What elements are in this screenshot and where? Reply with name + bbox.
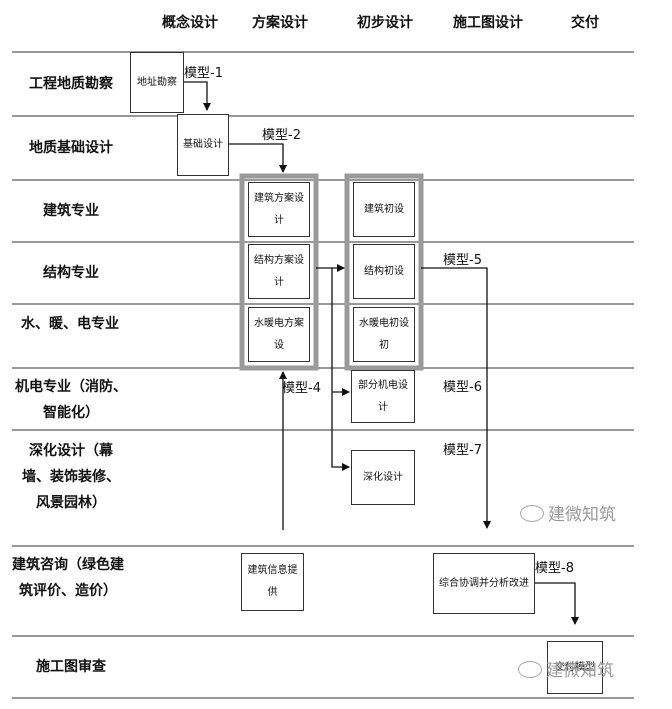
arrow-model-1 <box>183 81 211 111</box>
box-bim-info: 建筑信息提供 <box>241 553 304 611</box>
box-struct-prelim: 结构初设 <box>353 244 415 299</box>
box-site-survey: 地址勘察 <box>130 52 184 113</box>
arrow-model-5 <box>421 267 491 529</box>
watermark-text: 建微知筑 <box>546 661 614 681</box>
label-model-5: 模型-5 <box>443 253 482 268</box>
label-model-2: 模型-2 <box>262 128 301 143</box>
box-deepening-design: 深化设计 <box>351 450 415 505</box>
box-struct-scheme: 结构方案设计 <box>248 244 310 299</box>
label-model-8: 模型-8 <box>535 561 574 576</box>
box-partial-mech-elec: 部分机电设计 <box>351 370 415 423</box>
header-construction: 施工图设计 <box>453 15 523 31</box>
box-arch-scheme: 建筑方案设计 <box>248 182 310 237</box>
label-model-6: 模型-6 <box>443 380 482 395</box>
wechat-icon <box>520 505 544 522</box>
wechat-icon <box>518 661 542 678</box>
row-label-mech-elec: 机电专业（消防、智能化） <box>15 379 127 421</box>
row-label-deepening: 深化设计（幕墙、装饰装修、风景园林） <box>22 443 120 511</box>
arrow-model-8 <box>535 582 579 625</box>
row-label-mep: 水、暖、电专业 <box>21 316 119 332</box>
row-label-foundation: 地质基础设计 <box>29 140 113 156</box>
label-model-4: 模型-4 <box>282 381 321 396</box>
header-delivery: 交付 <box>571 15 599 31</box>
arrow-model-2 <box>229 143 287 173</box>
box-coordination: 综合协调并分析改进 <box>433 553 535 614</box>
label-model-1: 模型-1 <box>184 66 223 81</box>
row-label-structure: 结构专业 <box>43 265 99 281</box>
box-foundation-design: 基础设计 <box>177 114 229 176</box>
box-delivery-model: 交付模型 <box>547 641 603 694</box>
row-label-geo-survey: 工程地质勘察 <box>29 76 113 92</box>
label-model-7: 模型-7 <box>443 443 482 458</box>
header-scheme: 方案设计 <box>252 15 308 31</box>
row-label-architecture: 建筑专业 <box>43 203 99 219</box>
watermark-top: 建微知筑 <box>520 500 616 525</box>
row-label-review: 施工图审查 <box>36 659 106 675</box>
box-mep-scheme: 水暖电方案设 <box>248 307 310 362</box>
watermark-text: 建微知筑 <box>548 505 616 525</box>
row-label-consulting: 建筑咨询（绿色建筑评价、造价） <box>12 557 124 599</box>
prelim-group-frame <box>344 173 424 371</box>
header-preliminary: 初步设计 <box>357 15 413 31</box>
box-arch-prelim: 建筑初设 <box>353 182 415 237</box>
header-concept: 概念设计 <box>162 15 218 31</box>
watermark-bottom: 建微知筑 <box>518 656 614 681</box>
box-mep-prelim: 水暖电初设初 <box>353 307 415 362</box>
scheme-group-frame <box>239 173 319 371</box>
arrow-branch-deepening <box>331 268 350 471</box>
